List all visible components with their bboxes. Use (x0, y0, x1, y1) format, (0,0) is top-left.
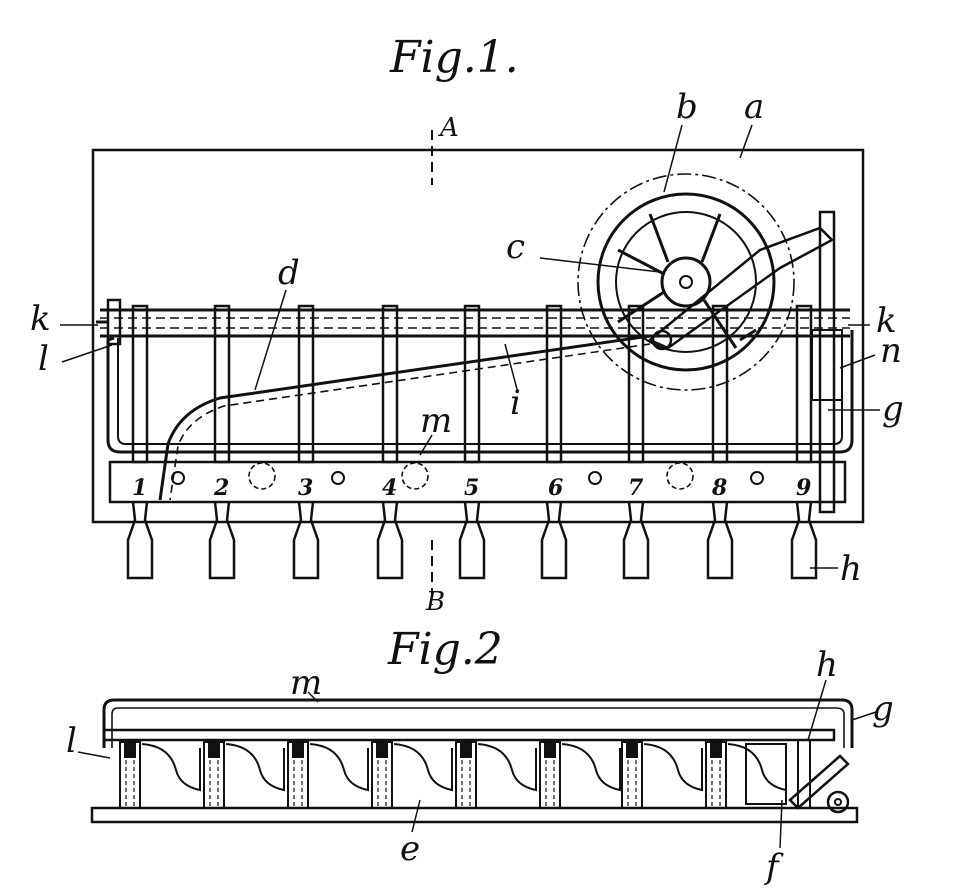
hammer-head (544, 742, 556, 758)
ref-label-n: n (880, 331, 902, 371)
ref-label-a: a (744, 87, 764, 127)
key-number: 1 (132, 475, 147, 501)
fig2-hammers (119, 741, 787, 809)
key-h (706, 501, 734, 580)
ref-label-A: A (438, 113, 459, 143)
key-numbers: 1 2 3 4 5 6 7 8 9 (132, 475, 811, 501)
fig2-title: Fig.2 (387, 624, 503, 675)
ref-label-b: b (676, 87, 698, 127)
hammer-head (124, 742, 136, 758)
fig2-frame-bar (102, 698, 854, 748)
key-number: 5 (464, 475, 479, 501)
key-lever (213, 304, 231, 464)
hammer-curve (643, 743, 703, 792)
key-lever (131, 304, 149, 464)
key-h (208, 501, 236, 580)
ref-label-d: d (278, 253, 300, 293)
key-h (292, 501, 320, 580)
key-h (790, 501, 818, 580)
key-bars (126, 304, 818, 580)
key-lever (711, 304, 729, 464)
connecting-rod (158, 334, 651, 501)
ref-label-g: g (882, 389, 904, 429)
key-h (458, 501, 486, 580)
hammer-head (460, 742, 472, 758)
hammer-curve (477, 743, 537, 792)
frame-bar-m (106, 330, 854, 454)
fig2-base (90, 806, 859, 824)
fig2-label-h: h (816, 645, 838, 685)
fig1-leaders (60, 124, 880, 569)
ref-label-B: B (425, 587, 445, 617)
key-h (126, 501, 154, 580)
connecting-rod-hidden (169, 343, 651, 501)
fig2-label-g: g (872, 689, 894, 729)
key-lever (463, 304, 481, 464)
figure-2: Fig.2 m h g l e f (66, 624, 894, 887)
hammer-head (626, 742, 638, 758)
lever-pivot (651, 329, 673, 351)
key-lever (795, 304, 813, 464)
fig2-top-plate (102, 728, 836, 742)
lever-arm (647, 226, 835, 350)
key-h (622, 501, 650, 580)
hammer-head (208, 742, 220, 758)
ref-label-l: l (38, 339, 49, 379)
fig1-title: Fig.1. (389, 32, 519, 83)
key-lever (627, 304, 645, 464)
right-bracket (818, 210, 836, 514)
shaft (100, 308, 850, 338)
ref-label-k-left: k (30, 299, 51, 339)
key-number: 4 (382, 475, 397, 501)
fig2-frame-bar-inner (111, 707, 845, 748)
hammer-curve (393, 743, 453, 792)
fig2-label-e: e (400, 829, 420, 869)
hammer-curve (561, 743, 621, 792)
key-number: 7 (628, 475, 644, 501)
key-h (540, 501, 568, 580)
figure-1: Fig.1. (30, 32, 904, 617)
key-lever (545, 304, 563, 464)
ref-label-k-right: k (876, 301, 897, 341)
fig2-label-m: m (290, 663, 322, 703)
fig2-mechanism (745, 739, 850, 814)
latch-n (811, 329, 843, 401)
ref-label-h: h (840, 549, 862, 589)
fig2-label-f: f (763, 847, 784, 887)
key-lever (297, 304, 315, 464)
key-number: 3 (298, 475, 313, 501)
key-h (376, 501, 404, 580)
fig2-label-l: l (66, 721, 77, 761)
key-number: 8 (711, 475, 727, 501)
ref-label-c: c (506, 227, 525, 267)
key-number: 2 (213, 475, 229, 501)
key-lever (381, 304, 399, 464)
hammer-head (710, 742, 722, 758)
hammer-head (292, 742, 304, 758)
hammer-curve (141, 743, 201, 792)
key-number: 9 (796, 475, 811, 501)
hammer-head (376, 742, 388, 758)
ref-label-m: m (420, 401, 452, 441)
hammer-curve (727, 743, 787, 792)
rail-holes (171, 462, 764, 490)
hammer-curve (309, 743, 369, 792)
ref-label-i: i (510, 383, 521, 423)
hammer-curve (225, 743, 285, 792)
key-number: 6 (548, 475, 563, 501)
fig2-leaders (77, 679, 877, 849)
